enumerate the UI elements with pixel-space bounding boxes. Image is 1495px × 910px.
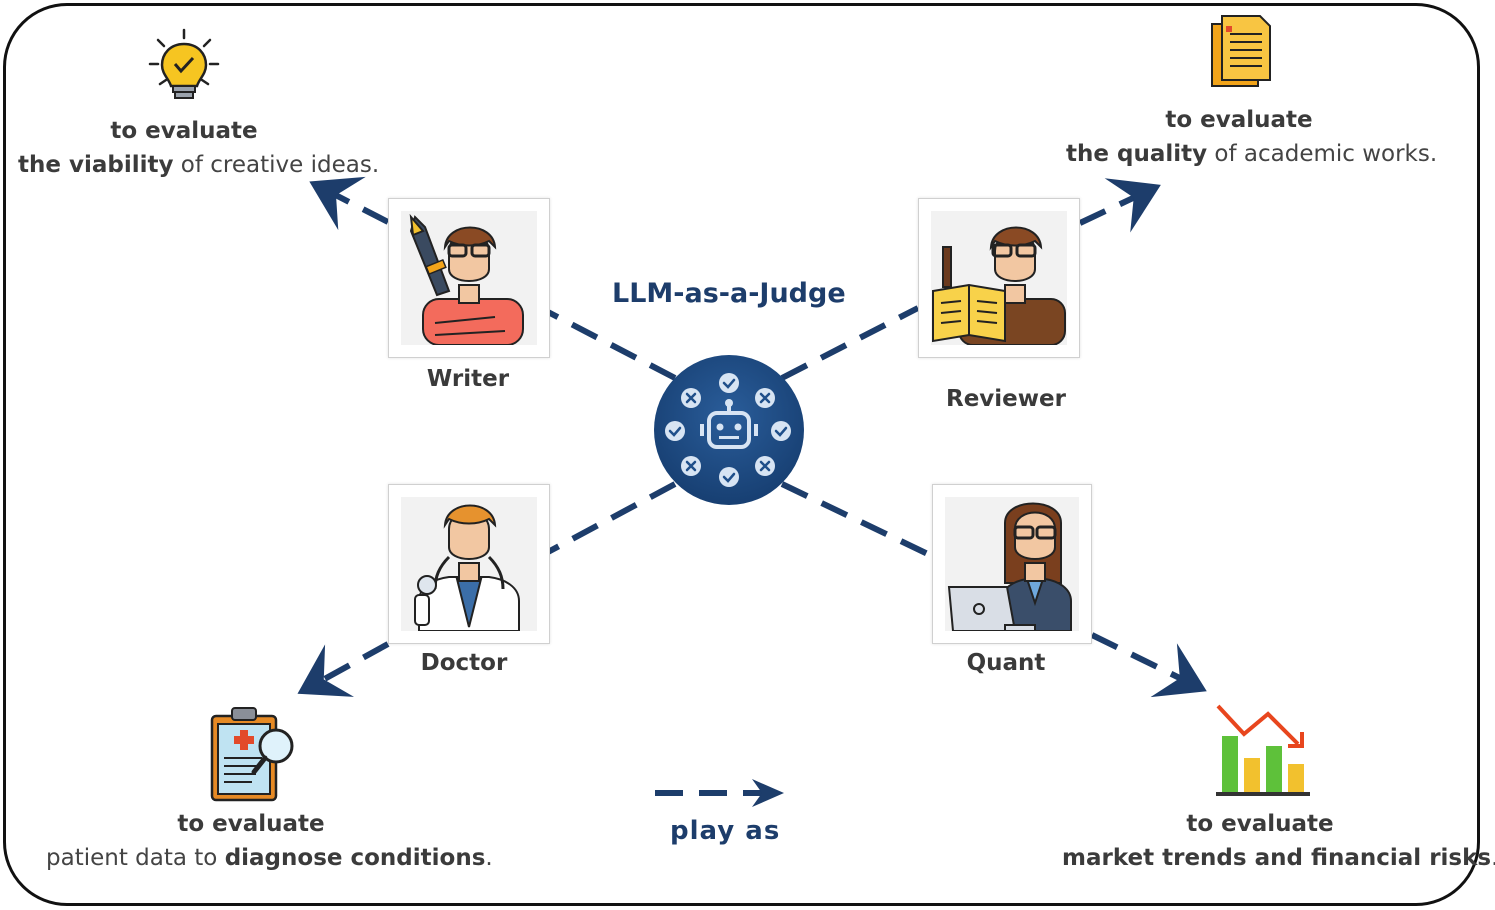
role-label-quant: Quant [966, 650, 1046, 676]
caption-doctor-bold: diagnose conditions [224, 845, 486, 871]
connector-center-doctor [546, 481, 677, 555]
arrow-quant [1090, 632, 1207, 698]
role-label-reviewer: Reviewer [946, 386, 1066, 412]
caption-doctor: to evaluate patient data to diagnose con… [46, 807, 493, 875]
falling-bar-chart-icon [1216, 704, 1310, 796]
caption-writer-rest: of creative ideas. [173, 152, 380, 178]
lightbulb-check-icon [148, 28, 220, 99]
arrow-reviewer [1078, 178, 1161, 233]
caption-doctor-pre: patient data to [46, 845, 225, 871]
quant-card [932, 484, 1092, 644]
legend-arrowhead [752, 779, 784, 807]
caption-reviewer-bold: the quality [1066, 141, 1208, 167]
caption-quant-rest: . [1491, 845, 1495, 871]
caption-quant-line1: to evaluate [1186, 811, 1334, 837]
medical-clipboard-icon [210, 707, 294, 802]
reviewer-card [918, 198, 1080, 358]
doctor-card [388, 484, 550, 644]
arrow-writer [309, 176, 390, 231]
caption-doctor-rest: . [485, 845, 493, 871]
quant-with-laptop-icon [947, 502, 1072, 631]
connector-center-quant [780, 481, 934, 559]
legend-label: play as [670, 816, 781, 846]
connector-center-reviewer [780, 305, 920, 381]
writer-with-pen-icon [409, 213, 524, 345]
caption-quant-bold: market trends and financial risks [1062, 845, 1492, 871]
caption-writer-bold: the viability [18, 152, 174, 178]
caption-reviewer: to evaluate the quality of academic work… [1066, 103, 1437, 171]
reviewer-with-book-icon [932, 226, 1066, 345]
caption-reviewer-rest: of academic works. [1207, 141, 1438, 167]
role-label-writer: Writer [426, 366, 510, 392]
caption-quant: to evaluate market trends and financial … [1062, 807, 1495, 875]
diagram-frame [3, 3, 1480, 906]
role-label-doctor: Doctor [420, 650, 508, 676]
diagram-title: LLM-as-a-Judge [612, 278, 846, 309]
writer-card [388, 198, 550, 358]
document-icon [1211, 15, 1271, 87]
connector-center-writer [546, 309, 677, 381]
doctor-with-stethoscope-icon [414, 504, 520, 631]
caption-reviewer-line1: to evaluate [1165, 107, 1313, 133]
arrow-doctor [297, 641, 390, 697]
robot-judge-icon [654, 355, 804, 505]
caption-writer: to evaluate the viability of creative id… [18, 114, 379, 182]
caption-writer-line1: to evaluate [110, 118, 258, 144]
caption-doctor-line1: to evaluate [177, 811, 325, 837]
